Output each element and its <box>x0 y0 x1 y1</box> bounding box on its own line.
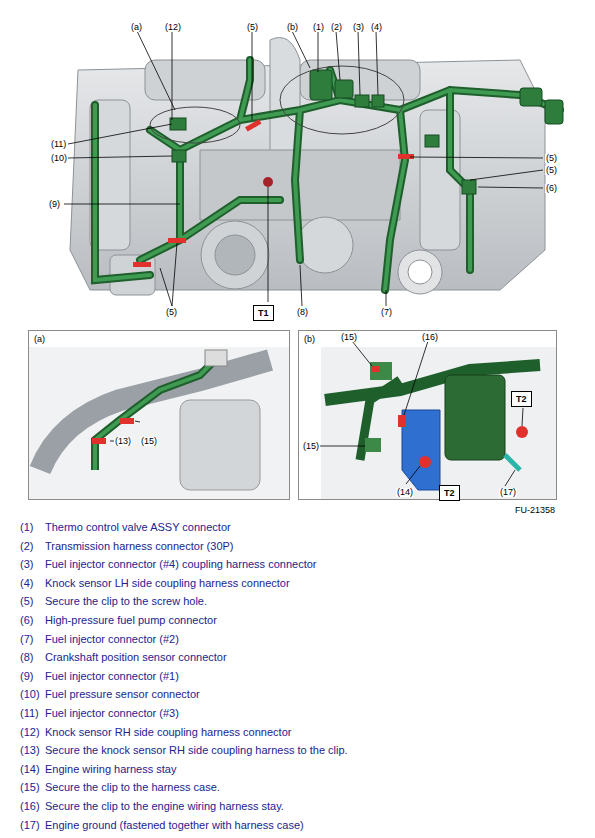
callout-number: (10) <box>50 154 68 163</box>
legend-description: High-pressure fuel pump connector <box>45 614 217 627</box>
legend-number: (17) <box>20 819 40 832</box>
callout-number: (b) <box>286 23 299 32</box>
inset-a-illustration <box>29 347 289 499</box>
legend-number: (7) <box>20 633 33 646</box>
detail-inset: (a) <box>28 330 290 500</box>
legend-description: Secure the clip to the harness case. <box>45 781 220 794</box>
legend-number: (14) <box>20 763 40 776</box>
terminal-box: T2 <box>439 485 460 501</box>
legend-number: (5) <box>20 595 33 608</box>
legend-description: Fuel injector connector (#3) <box>45 707 179 720</box>
legend-description: Knock sensor LH side coupling harness co… <box>45 577 290 590</box>
legend-description: Knock sensor RH side coupling harness co… <box>45 726 291 739</box>
callout-number: (15) <box>340 333 358 342</box>
callout-number: (15) <box>302 442 320 451</box>
legend-description: Secure the clip to the screw hole. <box>45 595 207 608</box>
detail-ring <box>150 107 240 143</box>
callout-number: (2) <box>330 23 343 32</box>
terminal-box: T2 <box>511 391 532 407</box>
callout-number: (3) <box>352 23 365 32</box>
legend-number: (6) <box>20 614 33 627</box>
legend-number: (8) <box>20 651 33 664</box>
callout-number: (12) <box>164 23 182 32</box>
callout-number: (17) <box>499 488 517 497</box>
legend-description: Fuel injector connector (#1) <box>45 670 179 683</box>
callout-number: (1) <box>312 23 325 32</box>
callout-number: (13) <box>114 437 132 446</box>
legend-number: (13) <box>20 744 40 757</box>
legend-description: Engine ground (fastened together with ha… <box>45 819 304 832</box>
callout-number: (a) <box>130 23 143 32</box>
detail-ring <box>280 66 404 134</box>
figure-code: FU-21358 <box>514 506 556 515</box>
detail-inset: (b)T2T2 <box>298 330 557 500</box>
callout-number: (11) <box>50 140 67 149</box>
callout-number: (14) <box>396 488 414 497</box>
legend-description: Secure the knock sensor RH side coupling… <box>45 744 348 757</box>
callout-number: (7) <box>380 308 393 317</box>
legend-description: Engine wiring harness stay <box>45 763 176 776</box>
leader-lines <box>64 31 543 306</box>
legend-number: (4) <box>20 577 33 590</box>
terminal-box: T1 <box>253 305 274 321</box>
callout-number: (5) <box>246 23 259 32</box>
inset-label: (a) <box>34 334 45 344</box>
legend-number: (11) <box>20 707 39 720</box>
legend-number: (10) <box>20 688 40 701</box>
legend-description: Fuel injector connector (#4) coupling ha… <box>45 558 316 571</box>
inset-label: (b) <box>304 334 315 344</box>
legend-number: (3) <box>20 558 33 571</box>
legend-description: Thermo control valve ASSY connector <box>45 521 231 534</box>
callout-number: (15) <box>140 437 158 446</box>
legend-description: Secure the clip to the engine wiring har… <box>45 800 284 813</box>
callout-number: (8) <box>296 308 309 317</box>
legend-description: Transmission harness connector (30P) <box>45 540 234 553</box>
callout-number: (5) <box>545 166 558 175</box>
terminal-label: T2 <box>516 394 527 404</box>
callout-number: (4) <box>370 23 383 32</box>
wiring-harness <box>95 60 560 290</box>
connectors <box>170 70 563 194</box>
legend-description: Fuel pressure sensor connector <box>45 688 200 701</box>
inset-b-illustration <box>320 341 556 499</box>
terminal-label: T1 <box>258 308 269 318</box>
callout-number: (16) <box>421 333 439 342</box>
callout-number: (6) <box>545 184 558 193</box>
terminal-label: T2 <box>444 488 455 498</box>
legend-number: (15) <box>20 781 40 794</box>
legend-number: (1) <box>20 521 33 534</box>
callout-number: (5) <box>545 154 558 163</box>
legend-description: Fuel injector connector (#2) <box>45 633 179 646</box>
legend-description: Crankshaft position sensor connector <box>45 651 227 664</box>
legend-number: (2) <box>20 540 33 553</box>
legend-number: (9) <box>20 670 33 683</box>
legend-number: (12) <box>20 726 40 739</box>
callout-number: (9) <box>48 200 61 209</box>
legend-number: (16) <box>20 800 40 813</box>
callout-number: (5) <box>165 308 178 317</box>
